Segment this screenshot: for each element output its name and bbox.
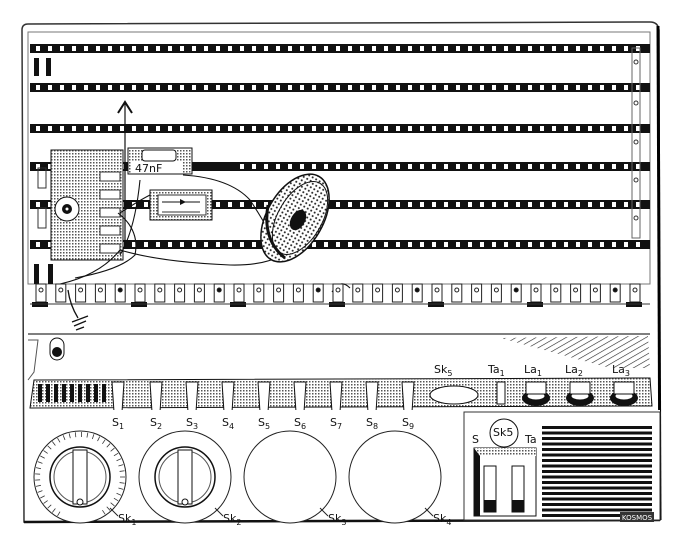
terminal[interactable] bbox=[609, 283, 621, 303]
socket-label-8: S8 bbox=[366, 416, 378, 431]
socket-label-9: S9 bbox=[402, 416, 414, 431]
socket-pin[interactable] bbox=[329, 381, 343, 413]
sk5-label: Sk5 bbox=[434, 363, 452, 378]
speaker-icon bbox=[260, 173, 330, 263]
socket-label-1: S1 bbox=[112, 416, 124, 431]
lamp-socket[interactable] bbox=[566, 381, 594, 406]
knob-sk1[interactable]: Sk1 bbox=[33, 430, 136, 527]
socket-label-2: S2 bbox=[150, 416, 162, 431]
terminal[interactable] bbox=[75, 283, 87, 303]
capacitor-module bbox=[127, 147, 193, 175]
ta1-pin[interactable] bbox=[496, 381, 506, 405]
terminal[interactable] bbox=[352, 283, 364, 303]
ta1-label: Ta1 bbox=[487, 363, 505, 378]
socket-label-5: S5 bbox=[258, 416, 270, 431]
socket-pin[interactable] bbox=[185, 381, 199, 413]
module-block bbox=[50, 149, 124, 261]
knob-label-1: Sk1 bbox=[118, 512, 136, 527]
brand-label: KOSMOS bbox=[622, 514, 653, 522]
terminal[interactable] bbox=[312, 283, 324, 303]
terminal[interactable] bbox=[292, 283, 304, 303]
terminal[interactable] bbox=[372, 283, 384, 303]
knob-label-2: Sk2 bbox=[223, 512, 241, 527]
socket-label-6: S6 bbox=[294, 416, 306, 431]
terminal[interactable] bbox=[154, 283, 166, 303]
terminal[interactable] bbox=[174, 283, 186, 303]
la1-label: La1 bbox=[524, 363, 542, 378]
shading-hatch bbox=[500, 336, 650, 368]
terminal[interactable] bbox=[570, 283, 582, 303]
socket-pin[interactable] bbox=[401, 381, 415, 413]
terminal[interactable] bbox=[94, 283, 106, 303]
switch-s-label: S bbox=[472, 433, 479, 446]
terminal[interactable] bbox=[510, 283, 522, 303]
socket-pin[interactable] bbox=[149, 381, 163, 413]
socket-pin[interactable] bbox=[365, 381, 379, 413]
terminal[interactable] bbox=[114, 283, 126, 303]
terminal[interactable] bbox=[411, 283, 423, 303]
socket-label-7: S7 bbox=[330, 416, 342, 431]
terminal[interactable] bbox=[490, 283, 502, 303]
socket-label-4: S4 bbox=[222, 416, 234, 431]
resistor-module bbox=[149, 189, 213, 221]
terminal-row bbox=[30, 283, 650, 307]
socket-pin[interactable] bbox=[111, 381, 125, 413]
contact-strip bbox=[30, 83, 650, 92]
sk5-circle-label: Sk5 bbox=[493, 426, 513, 439]
knob-sk4[interactable]: Sk4 bbox=[348, 430, 451, 527]
brand-plate bbox=[620, 512, 654, 522]
lower-panel bbox=[27, 333, 650, 381]
socket-pins bbox=[111, 381, 415, 413]
knob-sk2[interactable]: Sk2 bbox=[138, 430, 241, 527]
speaker-grille bbox=[542, 426, 652, 517]
socket-pin[interactable] bbox=[221, 381, 235, 413]
contact-strip bbox=[30, 124, 650, 133]
sk5-slot[interactable] bbox=[429, 385, 479, 405]
socket-pin[interactable] bbox=[257, 381, 271, 413]
socket-label-3: S3 bbox=[186, 416, 198, 431]
lamp-socket[interactable] bbox=[522, 381, 550, 406]
contact-strip bbox=[30, 44, 650, 53]
switch-s[interactable] bbox=[483, 465, 497, 513]
socket-pin[interactable] bbox=[293, 381, 307, 413]
terminal[interactable] bbox=[193, 283, 205, 303]
switch-ta[interactable] bbox=[511, 465, 525, 513]
contact-strip bbox=[30, 240, 650, 249]
arrow-up-icon bbox=[117, 100, 133, 248]
right-rail bbox=[631, 47, 641, 239]
ground-symbol-icon bbox=[67, 289, 89, 331]
switch-ta-label: Ta bbox=[524, 433, 537, 446]
left-terminal-blocks bbox=[34, 58, 53, 284]
terminal[interactable] bbox=[273, 283, 285, 303]
knob-label-3: Sk3 bbox=[328, 512, 346, 527]
la2-label: La2 bbox=[565, 363, 583, 378]
terminal[interactable] bbox=[55, 283, 67, 303]
capacitor-value-label: 47nF bbox=[135, 162, 162, 175]
terminal[interactable] bbox=[391, 283, 403, 303]
terminal[interactable] bbox=[471, 283, 483, 303]
jack-icon bbox=[49, 337, 65, 361]
lamp-socket[interactable] bbox=[610, 381, 638, 406]
la3-label: La3 bbox=[612, 363, 630, 378]
knob-label-4: Sk4 bbox=[433, 512, 451, 527]
terminal[interactable] bbox=[550, 283, 562, 303]
terminal[interactable] bbox=[589, 283, 601, 303]
terminal[interactable] bbox=[213, 283, 225, 303]
terminal[interactable] bbox=[253, 283, 265, 303]
knob-sk3[interactable]: Sk3 bbox=[243, 430, 346, 527]
terminal[interactable] bbox=[451, 283, 463, 303]
